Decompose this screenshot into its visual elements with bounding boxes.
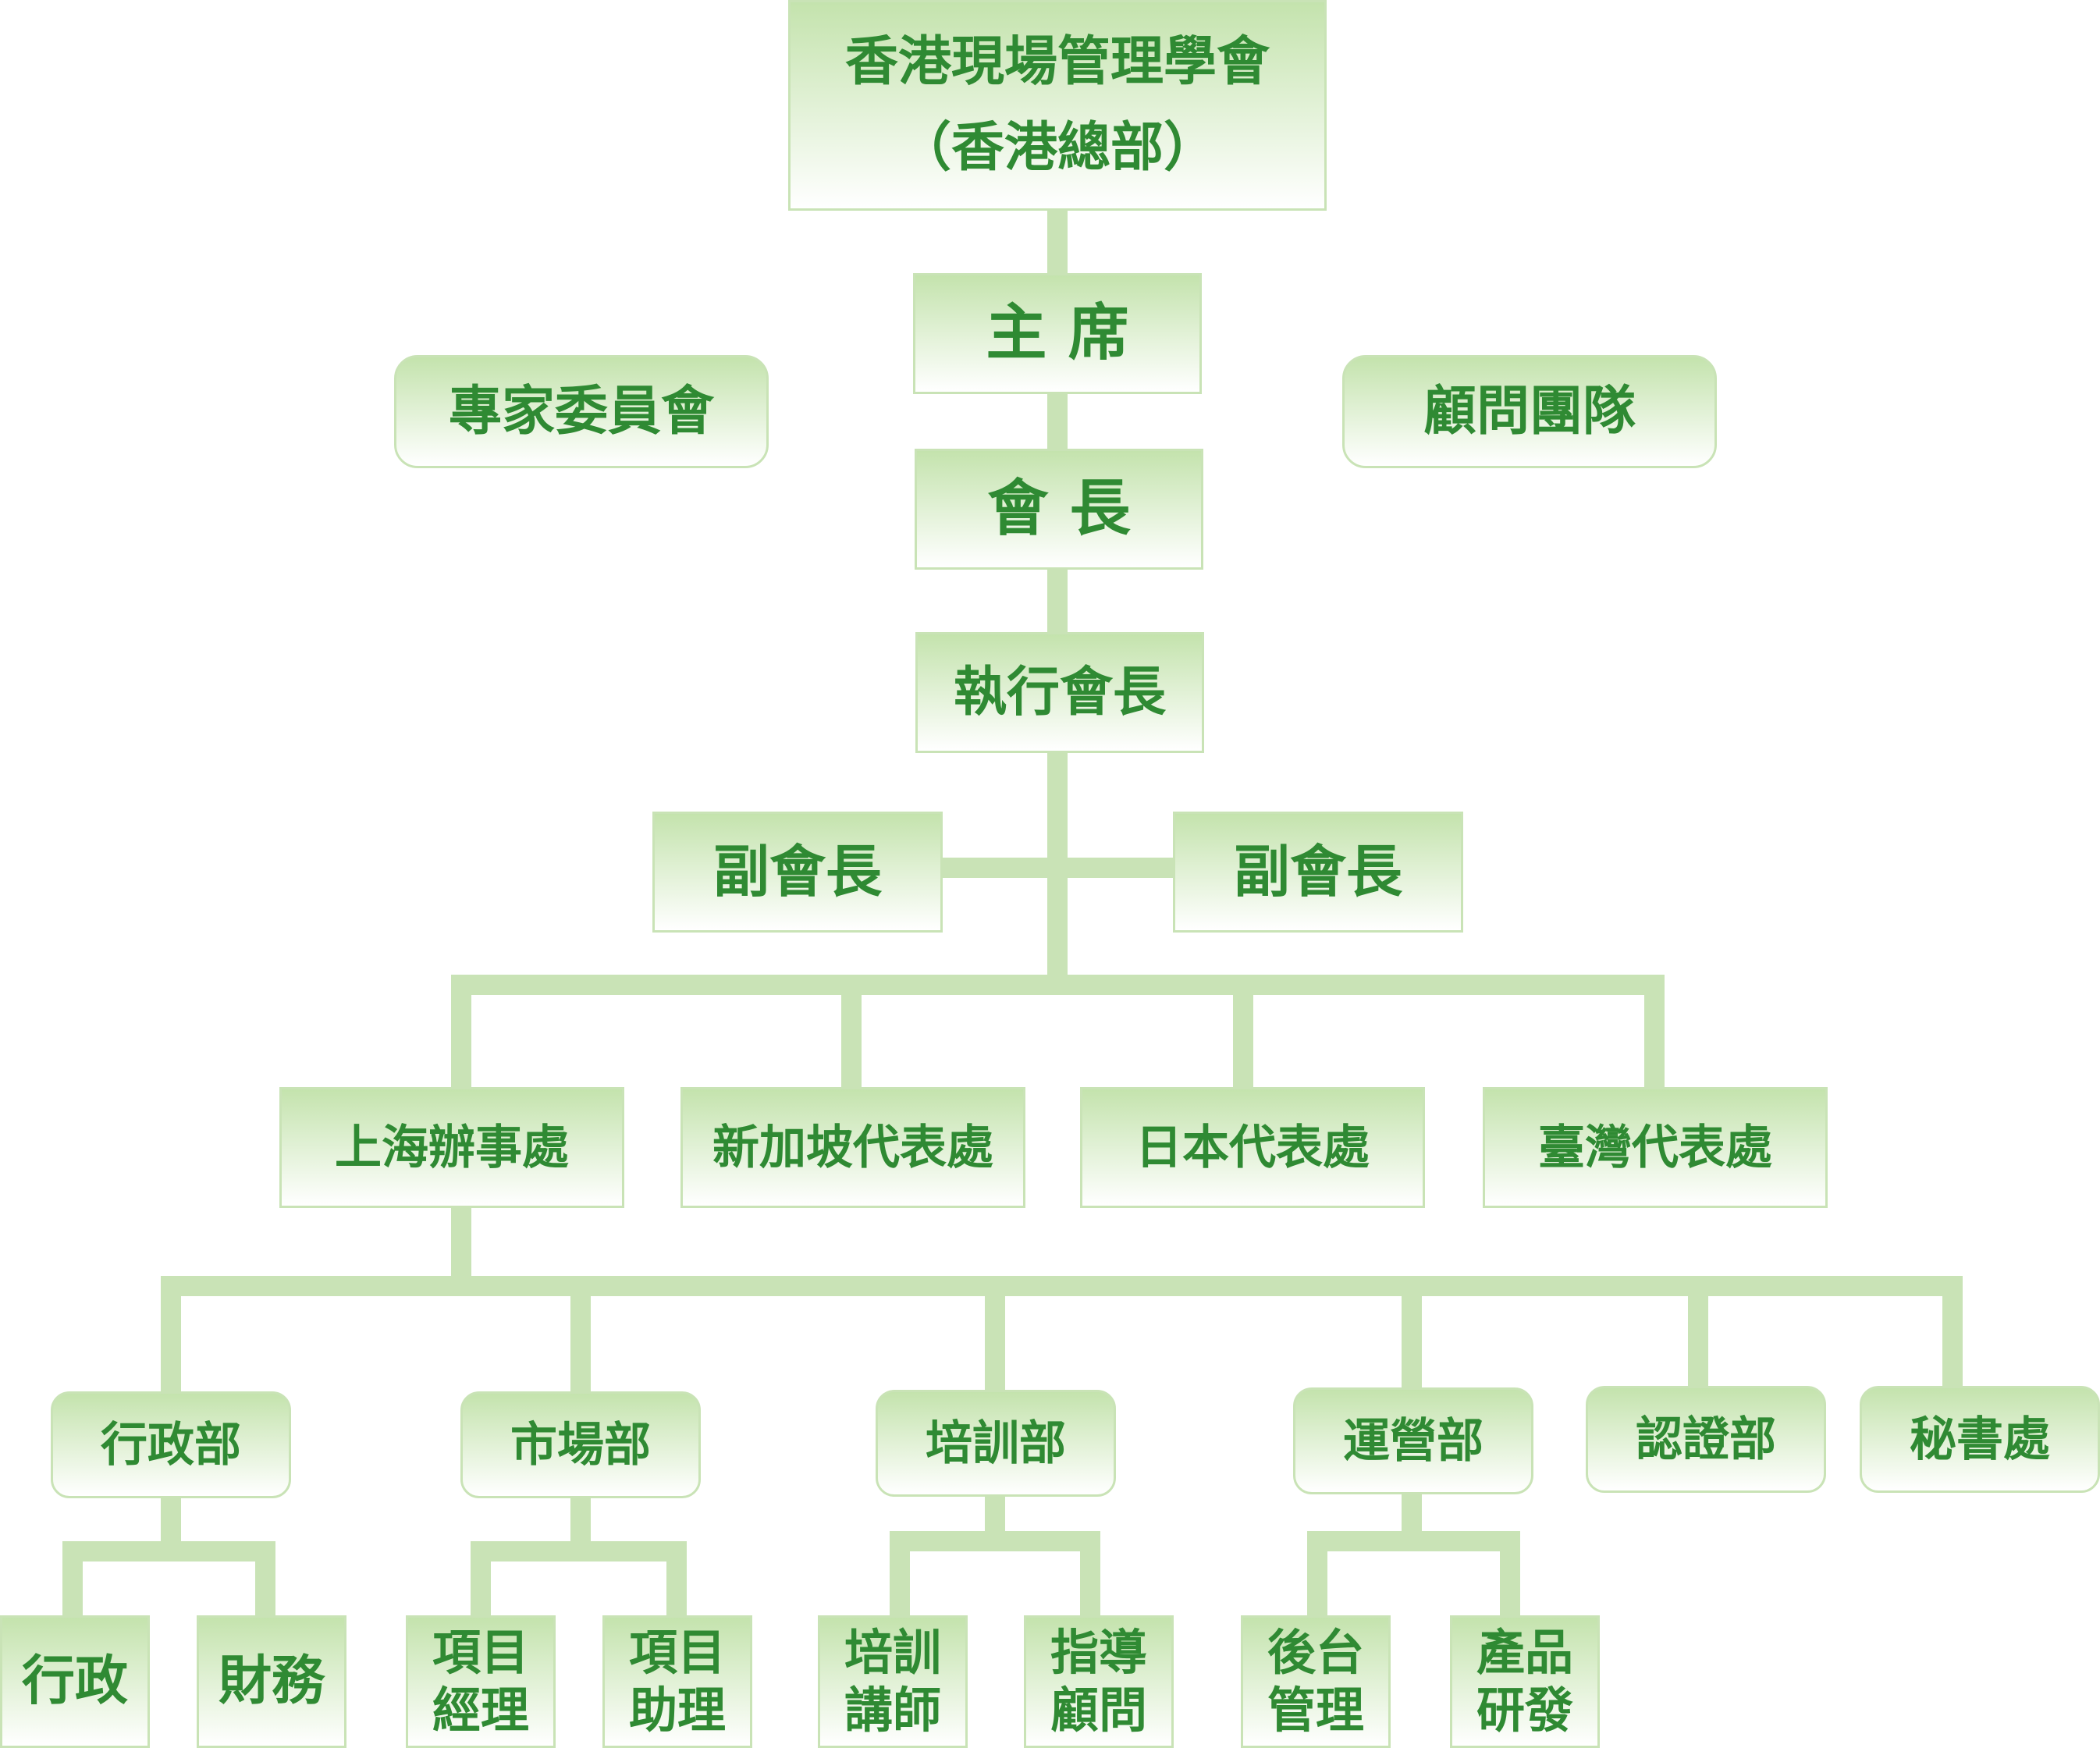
certification-dept-label: 認證部 [1636, 1412, 1776, 1467]
japan-rep-box: 日本代表處 [1080, 1087, 1425, 1208]
president-label: 會 長 [987, 473, 1131, 544]
mentor-advisor-label: 指導 顧問 [1050, 1623, 1147, 1739]
advisory-team-box: 顧問團隊 [1342, 355, 1717, 468]
project-manager-box: 項目 經理 [406, 1615, 556, 1748]
project-manager-label: 項目 經理 [432, 1623, 529, 1739]
product-rd-box: 產品 研發 [1450, 1615, 1600, 1748]
headquarters-box: 香港現場管理學會 （香港總部） [788, 0, 1327, 211]
taiwan-rep-label: 臺灣代表處 [1538, 1120, 1772, 1175]
admin-unit-label: 行政 [21, 1650, 128, 1713]
project-assistant-box: 項目 助理 [602, 1615, 752, 1748]
operations-dept-box: 運營部 [1293, 1387, 1533, 1494]
singapore-rep-box: 新加坡代表處 [680, 1087, 1025, 1208]
executive-president-box: 執行會長 [915, 632, 1204, 753]
executive-president-label: 執行會長 [953, 661, 1166, 723]
shanghai-office-label: 上海辦事處 [335, 1120, 569, 1175]
singapore-rep-label: 新加坡代表處 [712, 1120, 993, 1175]
expert-committee-box: 專家委員會 [394, 355, 769, 468]
japan-rep-label: 日本代表處 [1135, 1120, 1370, 1175]
finance-unit-box: 財務 [197, 1615, 346, 1748]
admin-dept-label: 行政部 [101, 1417, 241, 1473]
vice-president-left-box: 副會長 [652, 812, 943, 933]
vice-president-left-label: 副會長 [712, 839, 882, 905]
certification-dept-box: 認證部 [1586, 1386, 1826, 1493]
mentor-advisor-box: 指導 顧問 [1024, 1615, 1174, 1748]
backend-management-label: 後台 管理 [1267, 1623, 1364, 1739]
chairman-label: 主 席 [986, 297, 1129, 368]
training-dept-box: 培訓部 [876, 1390, 1116, 1497]
training-dept-label: 培訓部 [926, 1416, 1066, 1471]
admin-unit-box: 行政 [0, 1615, 150, 1748]
marketing-dept-box: 市場部 [460, 1391, 701, 1498]
headquarters-name: 香港現場管理學會 [844, 31, 1270, 94]
secretariat-label: 秘書處 [1910, 1412, 2050, 1467]
product-rd-label: 產品 研發 [1476, 1623, 1573, 1739]
finance-unit-label: 財務 [218, 1650, 325, 1713]
chairman-box: 主 席 [913, 273, 1202, 394]
secretariat-box: 秘書處 [1860, 1386, 2100, 1493]
admin-dept-box: 行政部 [51, 1391, 291, 1498]
vice-president-right-label: 副會長 [1233, 839, 1402, 905]
project-assistant-label: 項目 助理 [628, 1623, 726, 1739]
taiwan-rep-box: 臺灣代表處 [1483, 1087, 1828, 1208]
operations-dept-label: 運營部 [1343, 1413, 1484, 1469]
training-lecturer-label: 培訓 講師 [844, 1623, 941, 1739]
headquarters-subtitle: （香港總部） [897, 117, 1217, 179]
vice-president-right-box: 副會長 [1173, 812, 1463, 933]
advisory-team-label: 顧問團隊 [1423, 380, 1636, 442]
expert-committee-label: 專家委員會 [448, 380, 714, 442]
backend-management-box: 後台 管理 [1241, 1615, 1391, 1748]
shanghai-office-box: 上海辦事處 [279, 1087, 624, 1208]
training-lecturer-box: 培訓 講師 [818, 1615, 968, 1748]
president-box: 會 長 [915, 449, 1203, 570]
marketing-dept-label: 市場部 [510, 1417, 651, 1473]
